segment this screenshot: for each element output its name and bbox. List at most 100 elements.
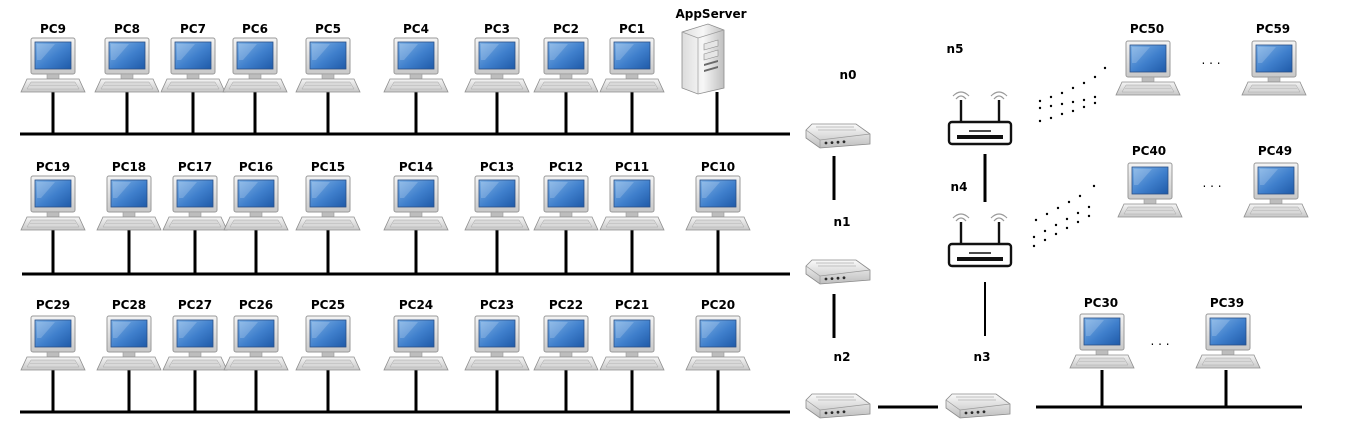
pc-icon	[20, 37, 86, 93]
ellipsis: . . .	[1202, 176, 1221, 190]
pc-node: PC25	[295, 298, 361, 412]
pc-label: PC15	[311, 160, 345, 174]
pc-icon	[96, 175, 162, 231]
ellipsis: . . .	[1201, 53, 1220, 67]
pc-icon	[223, 175, 289, 231]
pc-label: PC2	[553, 22, 579, 36]
pc-icon	[464, 175, 530, 231]
pc-node: PC24	[383, 298, 449, 412]
pc-icon	[685, 315, 751, 371]
pc-label: PC39	[1210, 296, 1244, 310]
pc-icon	[599, 37, 665, 93]
pc-node: PC23	[464, 298, 530, 412]
pc-node: PC17	[162, 160, 228, 274]
pc-icon	[599, 315, 665, 371]
pc-label: PC18	[112, 160, 146, 174]
pc-label: PC49	[1258, 144, 1292, 158]
node-n0: n0	[805, 68, 871, 149]
pc-icon	[162, 175, 228, 231]
pc-node: PC4	[383, 22, 449, 134]
node-n5: n5	[947, 42, 1013, 146]
pc-icon	[1115, 40, 1181, 96]
pc-icon	[20, 315, 86, 371]
node-n3: n3	[945, 350, 1011, 419]
router-icon	[945, 393, 1011, 419]
pc-node: PC6	[222, 22, 288, 134]
pc-node: PC9	[20, 22, 86, 134]
pc-node: PC8	[94, 22, 160, 134]
pc-icon	[20, 175, 86, 231]
pc-label: PC14	[399, 160, 433, 174]
pc-icon	[383, 175, 449, 231]
pc-icon	[464, 37, 530, 93]
node-n5-label: n5	[947, 42, 964, 56]
pc-label: PC4	[403, 22, 429, 36]
pc-icon	[1195, 313, 1261, 369]
pc-icon	[599, 175, 665, 231]
appserver-label: AppServer	[675, 7, 746, 21]
pc-label: PC13	[480, 160, 514, 174]
pc-label: PC22	[549, 298, 583, 312]
node-n4: n4	[947, 180, 1013, 268]
pc-label: PC3	[484, 22, 510, 36]
pc-label: PC20	[701, 298, 735, 312]
pc-label: PC7	[180, 22, 206, 36]
pc-node: PC29	[20, 298, 86, 412]
pc-icon	[533, 175, 599, 231]
appserver: AppServer	[675, 7, 747, 134]
pc-label: PC9	[40, 22, 66, 36]
pc-label: PC1	[619, 22, 645, 36]
pc-icon	[160, 37, 226, 93]
pc-node: PC20	[685, 298, 751, 412]
pc-node: PC7	[160, 22, 226, 134]
router-icon	[805, 123, 871, 149]
server-icon	[681, 23, 725, 95]
router-icon	[805, 259, 871, 285]
router-icon	[805, 393, 871, 419]
ellipsis: . . .	[1150, 334, 1169, 348]
node-n4-label: n4	[951, 180, 968, 194]
pc-label: PC24	[399, 298, 433, 312]
pc-label: PC17	[178, 160, 212, 174]
pc-label: PC23	[480, 298, 514, 312]
pc-icon	[295, 37, 361, 93]
pc-node: PC18	[96, 160, 162, 274]
node-n1: n1	[805, 215, 871, 285]
pc-icon	[223, 315, 289, 371]
pc-node: PC1	[599, 22, 665, 134]
pc-icon	[383, 37, 449, 93]
pc-node: PC2	[533, 22, 599, 134]
pc-node: PC13	[464, 160, 530, 274]
pc-icon	[1069, 313, 1135, 369]
pc-label: PC6	[242, 22, 268, 36]
pc-icon	[94, 37, 160, 93]
pc-node: PC15	[295, 160, 361, 274]
pc-icon	[1243, 162, 1309, 218]
pc-node: PC16	[223, 160, 289, 274]
pc-label: PC19	[36, 160, 70, 174]
pc-label: PC11	[615, 160, 649, 174]
node-n0-label: n0	[840, 68, 857, 82]
pc-node: PC26	[223, 298, 289, 412]
pc-label: PC30	[1084, 296, 1118, 310]
pc-label: PC10	[701, 160, 735, 174]
wireless-links-n4	[1032, 184, 1096, 248]
wireless-ap-icon	[947, 90, 1013, 146]
pc-node: PC19	[20, 160, 86, 274]
pc-group-50-59: PC50 . . . PC59	[1115, 22, 1307, 96]
pc-node: PC11	[599, 160, 665, 274]
pc-icon	[1117, 162, 1183, 218]
pc-icon	[533, 315, 599, 371]
node-n3-label: n3	[974, 350, 991, 364]
node-n2-label: n2	[834, 350, 851, 364]
pc-label: PC21	[615, 298, 649, 312]
pc-node: PC3	[464, 22, 530, 134]
pc-icon	[1241, 40, 1307, 96]
pc-label: PC40	[1132, 144, 1166, 158]
pc-icon	[295, 175, 361, 231]
node-n2: n2	[805, 350, 871, 419]
pc-node: PC21	[599, 298, 665, 412]
pc-label: PC28	[112, 298, 146, 312]
pc-icon	[96, 315, 162, 371]
